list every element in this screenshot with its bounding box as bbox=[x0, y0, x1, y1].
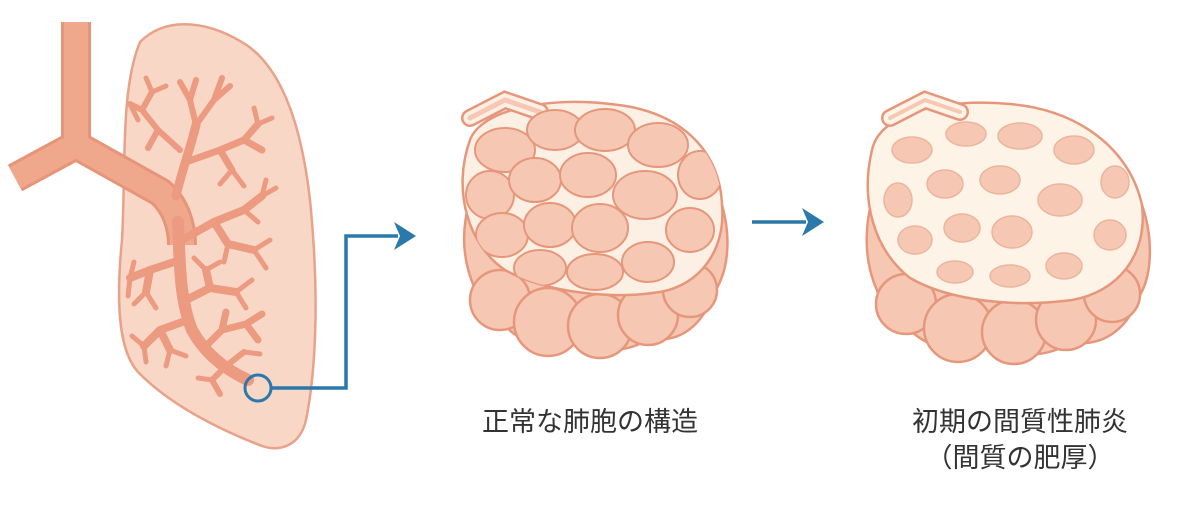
zoom-connector-arrow bbox=[271, 222, 416, 390]
progression-arrow bbox=[752, 208, 824, 236]
caption-early-interstitial-pneumonia: 初期の間質性肺炎 （間質の肥厚） bbox=[860, 405, 1180, 477]
normal-alveoli-cluster bbox=[461, 90, 729, 360]
caption-ip-title: 初期の間質性肺炎 bbox=[912, 407, 1128, 438]
caption-ip-subtitle: （間質の肥厚） bbox=[925, 443, 1115, 474]
lung bbox=[7, 22, 317, 450]
caption-normal-alveoli: 正常な肺胞の構造 bbox=[482, 407, 698, 438]
bronchial-tree bbox=[125, 75, 279, 397]
thickened-alveoli-cluster bbox=[865, 90, 1152, 366]
